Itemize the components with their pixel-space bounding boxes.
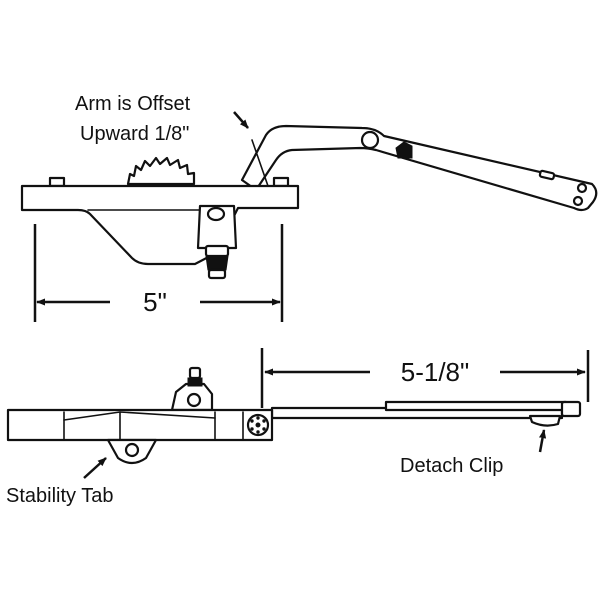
stability-tab-label: Stability Tab <box>6 485 113 507</box>
side-view-operator <box>6 366 582 465</box>
stability-tab <box>106 438 158 465</box>
arm-offset-label-line2: Upward 1/8" <box>80 123 189 145</box>
drive-gear <box>126 156 196 186</box>
operator-arm <box>240 124 598 212</box>
detach-clip-label: Detach Clip <box>400 455 503 477</box>
arm-offset-label-line1: Arm is Offset <box>75 93 191 115</box>
arm-offset-arrow <box>233 111 249 129</box>
stability-tab-arrow <box>83 457 107 479</box>
rivet-dots <box>250 416 266 434</box>
top-view-operator <box>20 124 598 280</box>
detach-clip-arrow <box>538 429 547 453</box>
detach-clip-callout: Detach Clip <box>400 429 547 477</box>
arm-length-dimension: 5-1/8" <box>260 348 590 408</box>
stability-tab-callout: Stability Tab <box>6 457 113 507</box>
side-arm <box>270 400 582 427</box>
base-length-value: 5" <box>143 287 167 317</box>
side-handle-stem <box>170 366 214 412</box>
arm-length-value: 5-1/8" <box>401 357 470 387</box>
base-plate <box>20 176 300 266</box>
worm-housing <box>196 204 238 280</box>
side-body <box>6 408 274 442</box>
base-length-dimension: 5" <box>33 224 284 322</box>
arm-offset-callout: Arm is Offset Upward 1/8" <box>75 93 249 145</box>
